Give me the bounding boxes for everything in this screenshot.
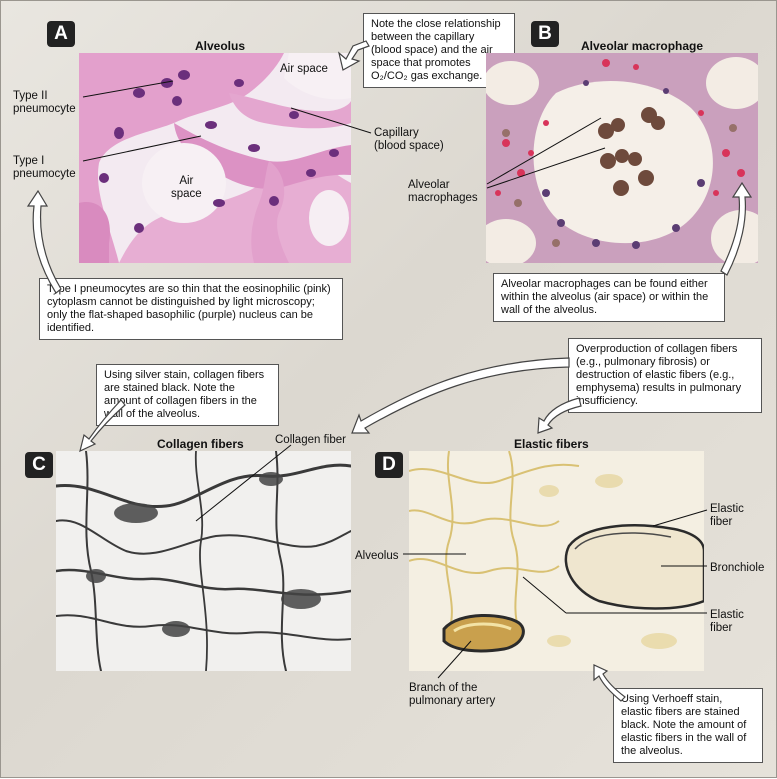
- label-bronchiole: Bronchiole: [710, 562, 765, 574]
- panel-c-title: Collagen fibers: [157, 437, 244, 451]
- label-capillary: Capillary (blood space): [374, 127, 444, 152]
- label-type2-pneumocyte: Type II pneumocyte: [13, 90, 76, 115]
- note-silver-stain: Using silver stain, collagen fibers are …: [96, 364, 279, 426]
- label-air-space-top: Air space: [280, 63, 328, 75]
- panel-a-letter: A: [47, 21, 75, 47]
- note-gas-exchange: Note the close relationship between the …: [363, 13, 515, 88]
- label-air-space-center: Air space: [171, 175, 202, 200]
- label-type1-pneumocyte: Type I pneumocyte: [13, 155, 76, 180]
- panel-c-micrograph: [56, 451, 351, 671]
- label-elastic-fiber-1: Elastic fiber: [710, 503, 744, 528]
- panel-d-micrograph: [409, 451, 704, 671]
- label-alveolar-macrophages: Alveolar macrophages: [408, 179, 478, 204]
- label-collagen-fiber: Collagen fiber: [275, 434, 346, 446]
- note-verhoeff-stain: Using Verhoeff stain, elastic fibers are…: [613, 688, 763, 763]
- panel-c-letter: C: [25, 452, 53, 478]
- panel-b-micrograph: [486, 53, 758, 263]
- panel-a-title: Alveolus: [195, 39, 246, 53]
- label-alveolus-d: Alveolus: [355, 550, 399, 562]
- note-pulmonary-insufficiency: Overproduction of collagen fibers (e.g.,…: [568, 338, 762, 413]
- panel-b-letter: B: [531, 21, 559, 47]
- panel-b-title: Alveolar macrophage: [581, 39, 704, 53]
- label-elastic-fiber-2: Elastic fiber: [710, 609, 744, 634]
- panel-a-micrograph: [79, 53, 351, 263]
- label-pulmonary-artery: Branch of the pulmonary artery: [409, 682, 496, 707]
- note-alveolar-macrophage: Alveolar macrophages can be found either…: [493, 273, 725, 322]
- panel-d-letter: D: [375, 452, 403, 478]
- note-type1-pneumocyte: Type I pneumocytes are so thin that the …: [39, 278, 343, 340]
- panel-d-title: Elastic fibers: [514, 437, 589, 451]
